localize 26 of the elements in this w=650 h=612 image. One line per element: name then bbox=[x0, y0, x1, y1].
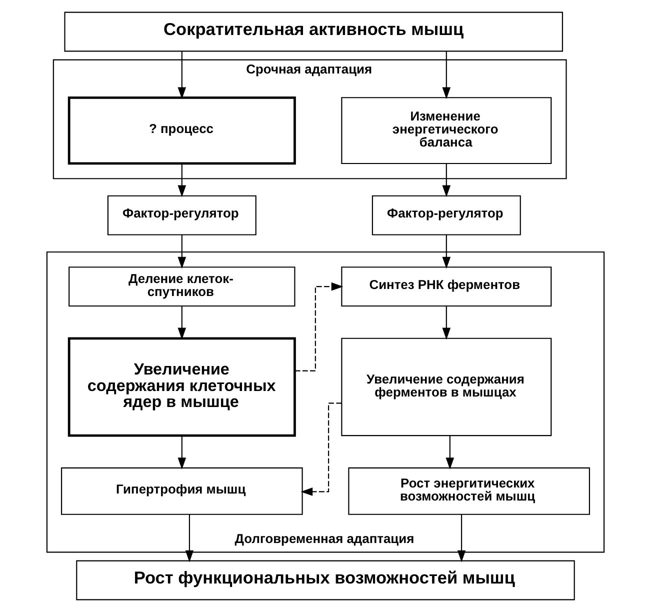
arrow bbox=[300, 402, 342, 496]
node-box: Рост функциональных возможностей мышц bbox=[76, 560, 574, 600]
arrow bbox=[442, 164, 450, 198]
node-box: Фактор-регулятор bbox=[371, 195, 520, 236]
arrow bbox=[442, 306, 450, 340]
arrow bbox=[177, 436, 186, 470]
arrow bbox=[445, 436, 454, 470]
arrow bbox=[456, 514, 466, 562]
arrow bbox=[177, 306, 186, 340]
arrow bbox=[184, 514, 194, 562]
arrow bbox=[294, 282, 343, 372]
arrow bbox=[177, 234, 186, 269]
node-box: Рост энергитических возможностей мышц bbox=[348, 467, 590, 515]
node-box: ? процесс bbox=[67, 96, 296, 165]
node-box: Сократительная активность мышц bbox=[64, 12, 563, 52]
node-box: Изменение энергетического баланса bbox=[340, 97, 552, 164]
arrow bbox=[442, 234, 450, 269]
arrow bbox=[442, 51, 450, 100]
arrow bbox=[177, 51, 186, 100]
node-box: Увеличение содержания ферментов в мышцах bbox=[340, 338, 552, 436]
node-box: Деление клеток-спутников bbox=[68, 266, 295, 307]
node-box: Синтез РНК ферментов bbox=[340, 266, 552, 307]
node-box: Увеличение содержания клеточных ядер в мышце bbox=[67, 337, 296, 437]
node-box: Гипертрофия мышц bbox=[60, 467, 302, 515]
arrow bbox=[177, 164, 186, 198]
node-box: Фактор-регулятор bbox=[106, 195, 256, 236]
